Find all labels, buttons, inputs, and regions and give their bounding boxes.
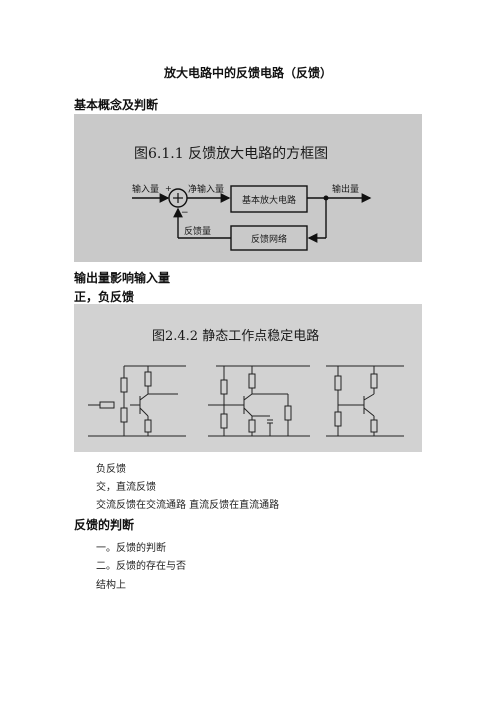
label-amplifier: 基本放大电路 — [242, 194, 296, 206]
paragraph-step-one: 一。反馈的判断 — [96, 543, 166, 554]
section-heading-judgment: 反馈的判断 — [74, 518, 135, 532]
paragraph-ac-dc-paths: 交流反馈在交流通路 直流反馈在直流通路 — [96, 500, 280, 511]
label-feedback-network: 反馈网络 — [251, 233, 287, 245]
label-output: 输出量 — [332, 183, 359, 195]
block-diagram-svg: 图6.1.1 反馈放大电路的方框图 输入量 + − 净输入量 基本放大电路 输出… — [132, 146, 372, 251]
label-feedback: 反馈量 — [184, 225, 211, 237]
amplifier-block — [230, 185, 308, 213]
figure2-caption: 图2.4.2 静态工作点稳定电路 — [152, 328, 319, 344]
sign-plus: + — [165, 184, 172, 193]
label-input: 输入量 — [132, 183, 159, 195]
circuit-c — [326, 365, 404, 437]
paragraph-structure: 结构上 — [96, 580, 126, 591]
text-positive-negative-feedback: 正，负反馈 — [74, 290, 135, 304]
text-output-affects-input: 输出量影响输入量 — [74, 271, 171, 285]
circuit-a — [88, 365, 186, 437]
paragraph-ac-dc-feedback: 交，直流反馈 — [96, 482, 156, 493]
circuit-diagram-svg: 图2.4.2 静态工作点稳定电路 — [88, 328, 404, 437]
figure-block-diagram: 图6.1.1 反馈放大电路的方框图 输入量 + − 净输入量 基本放大电路 输出… — [74, 114, 422, 262]
paragraph-negative-feedback: 负反馈 — [96, 464, 126, 475]
paragraph-step-two: 二。反馈的存在与否 — [96, 561, 186, 572]
figure-circuit-diagram: 图2.4.2 静态工作点稳定电路 — [74, 304, 422, 452]
circuit-b — [208, 365, 310, 437]
label-net-input: 净输入量 — [188, 183, 224, 195]
page-title: 放大电路中的反馈电路（反馈） — [163, 66, 332, 80]
sign-minus: − — [181, 208, 189, 218]
figure1-caption: 图6.1.1 反馈放大电路的方框图 — [134, 146, 328, 162]
section-heading-basics: 基本概念及判断 — [74, 98, 159, 112]
